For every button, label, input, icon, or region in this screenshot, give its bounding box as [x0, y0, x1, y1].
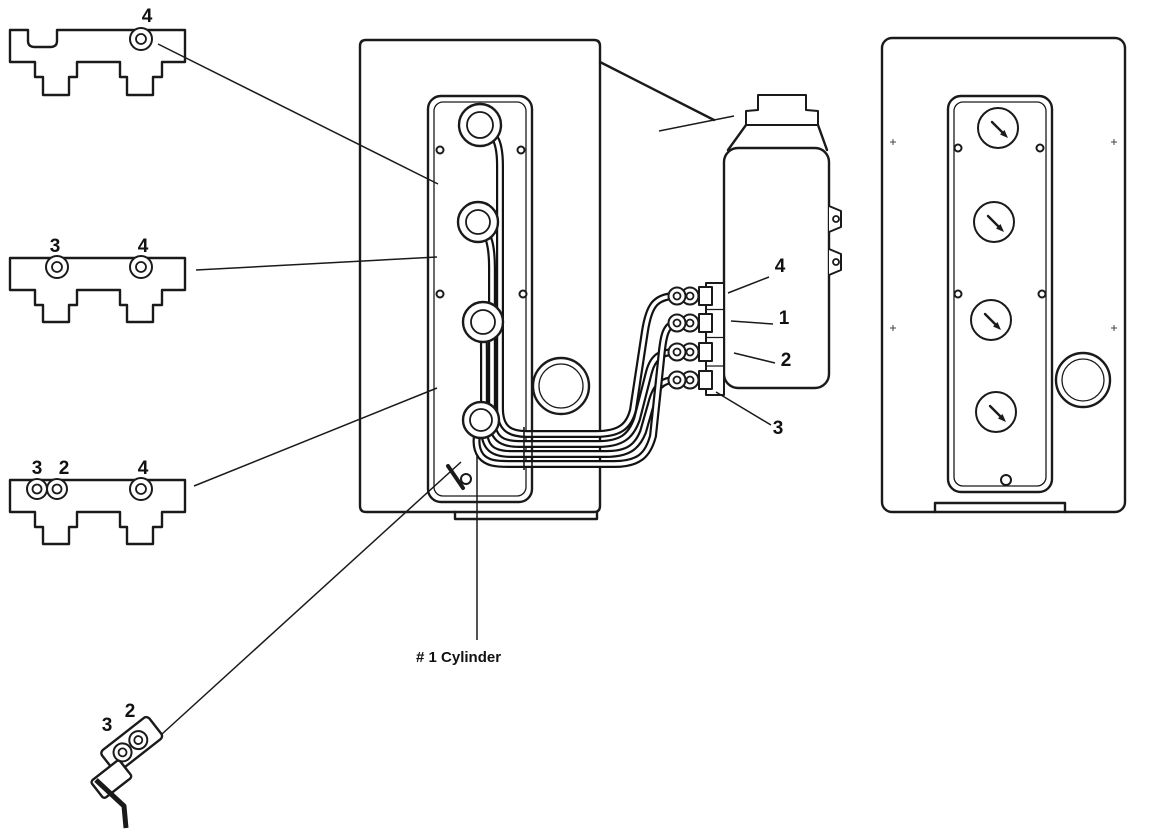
- retainer-body: [8, 256, 187, 324]
- ring-hole: [51, 261, 63, 273]
- terminal-row-1: [667, 313, 713, 333]
- coil-shoulder-right: [816, 123, 829, 152]
- cover-screw: [1035, 143, 1045, 153]
- label-coil-terminal-3: 3: [773, 418, 784, 439]
- cover-screw: [1037, 289, 1047, 299]
- leader-terminal-1: [730, 320, 774, 325]
- spark-plug-3-center: [465, 209, 491, 235]
- ring-hole: [135, 33, 147, 45]
- oil-filler-cap: [1054, 351, 1112, 409]
- spark-plug-2-center: [470, 309, 496, 335]
- leader-coil-cap: [658, 115, 735, 132]
- alignment-mark: [890, 139, 896, 145]
- wire-retainer-middle: [8, 255, 187, 324]
- cover-screw: [516, 145, 526, 155]
- valve-cover-inner: [433, 101, 527, 497]
- wire-retainer-top: [8, 27, 187, 97]
- plug-hole-2: [970, 299, 1012, 341]
- cover-bolt: [460, 473, 472, 485]
- leader-retainer-lower: [193, 387, 438, 487]
- label-coil-terminal-1: 1: [779, 308, 790, 329]
- ring-hole: [117, 747, 128, 758]
- label-retainer-top-4: 4: [142, 6, 153, 27]
- terminal-row-3: [667, 370, 713, 390]
- labels: 4 3 4 3 2 4 3 2 4 1 2 3 # 1 Cylinder: [32, 6, 792, 736]
- plug-wire-cyl3-core: [476, 222, 677, 446]
- spark-plug-1-center: [469, 408, 493, 432]
- terminal-row-2: [667, 342, 713, 362]
- valve-cover: [426, 94, 534, 504]
- cover-bolt: [1000, 474, 1012, 486]
- bottom-clip: [90, 715, 164, 829]
- plug-hole-1: [975, 391, 1017, 433]
- leader-terminal-4: [727, 276, 770, 294]
- cover-screw: [953, 289, 963, 299]
- label-clip-bottom-2: 2: [125, 701, 136, 722]
- label-retainer-lower-4: 4: [138, 458, 149, 479]
- oil-filler-cap: [531, 356, 591, 416]
- wire-retainer-lower: [8, 477, 187, 546]
- label-cylinder-one: # 1 Cylinder: [416, 649, 501, 666]
- spark-plug-4-center: [466, 111, 494, 139]
- plug-hole-4: [977, 107, 1019, 149]
- dipstick: [446, 464, 465, 490]
- engine-top-edge: [598, 60, 716, 122]
- coil-shoulder-left: [726, 123, 748, 152]
- terminal-block-dividers: [706, 308, 724, 367]
- leader-retainer-top: [157, 43, 439, 185]
- valve-cover: [946, 94, 1054, 494]
- ring-hole: [135, 261, 147, 273]
- ring-hole: [31, 483, 43, 495]
- tab-hole: [832, 258, 840, 266]
- label-retainer-middle-3: 3: [50, 236, 61, 257]
- tab-hole: [832, 215, 840, 223]
- leader-terminal-3: [715, 391, 772, 426]
- spark-plugs: [456, 102, 505, 440]
- terminal-row-4: [667, 286, 713, 306]
- spark-plug-wires: [472, 122, 681, 470]
- label-retainer-middle-4: 4: [138, 236, 149, 257]
- oil-filler-cap-inner: [1061, 358, 1105, 402]
- engine-side-view: [880, 36, 1127, 514]
- cover-screw: [435, 289, 445, 299]
- ring-hole: [133, 735, 144, 745]
- label-retainer-lower-3: 3: [32, 458, 43, 479]
- ring-hole: [135, 483, 147, 495]
- engine-base-step: [453, 510, 599, 521]
- engine-front-view: [358, 38, 716, 521]
- leader-lines: [157, 43, 776, 735]
- cover-screw: [953, 143, 963, 153]
- coil-cap: [745, 94, 819, 126]
- cover-screw: [435, 145, 445, 155]
- coil-terminals: [667, 286, 713, 390]
- ring-hole: [51, 483, 63, 495]
- leader-bottom-clip: [161, 461, 462, 735]
- retainer-body: [8, 28, 187, 97]
- cover-screw: [518, 289, 528, 299]
- alignment-mark: [1111, 139, 1117, 145]
- engine-base-step: [933, 501, 1067, 514]
- alignment-mark: [890, 325, 896, 331]
- ignition-coil-assembly: [705, 94, 842, 396]
- plug-wire-cyl4-core: [478, 124, 676, 436]
- terminal-block: [705, 282, 725, 396]
- alignment-mark: [1111, 325, 1117, 331]
- leader-retainer-middle: [195, 256, 438, 271]
- harness-clamp: [523, 427, 533, 470]
- label-retainer-lower-2: 2: [59, 458, 70, 479]
- clip-arm: [94, 778, 129, 829]
- oil-filler-cap-inner: [538, 363, 584, 409]
- label-clip-bottom-3: 3: [102, 715, 113, 736]
- label-coil-terminal-2: 2: [781, 350, 792, 371]
- plug-wire-cyl1-core: [474, 321, 679, 466]
- leader-terminal-2: [733, 352, 776, 364]
- label-coil-terminal-4: 4: [775, 256, 786, 277]
- plug-hole-3: [973, 201, 1015, 243]
